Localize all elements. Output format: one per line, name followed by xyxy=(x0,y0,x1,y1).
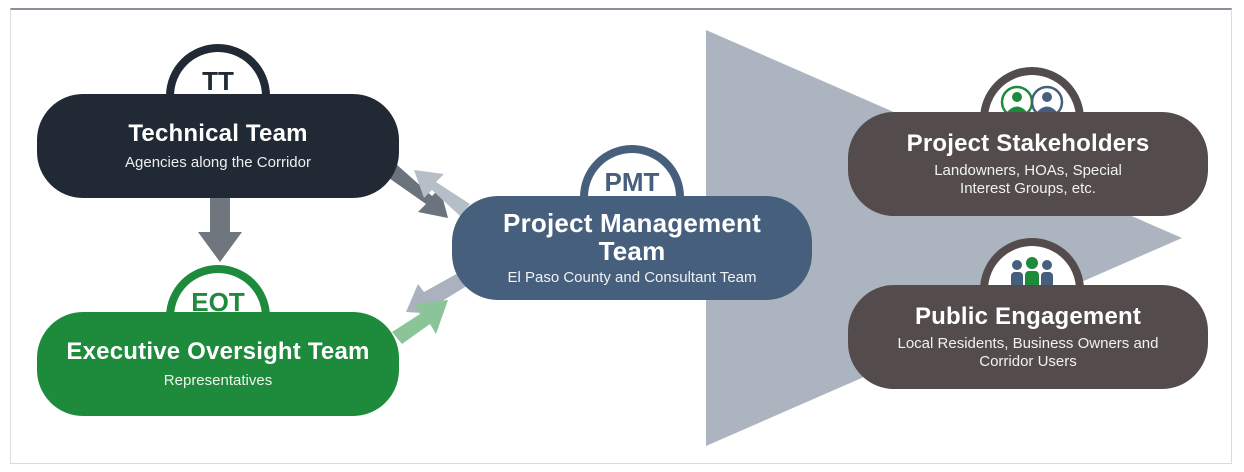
executive-oversight-title: Executive Oversight Team xyxy=(66,338,370,365)
project-stakeholders-subtitle-line2: Interest Groups, etc. xyxy=(960,180,1096,197)
technical-team-title: Technical Team xyxy=(128,120,308,147)
outreach-cone xyxy=(706,30,1182,446)
project-management-subtitle: El Paso County and Consultant Team xyxy=(507,269,757,286)
arrow-tt-to-eot xyxy=(198,198,242,262)
public-engagement-subtitle-line1: Local Residents, Business Owners and xyxy=(897,335,1159,352)
project-management-title-line1: Project Management xyxy=(503,208,761,238)
arrow-eot-to-pmt xyxy=(392,300,448,344)
arrow-tt-to-pmt xyxy=(386,164,448,218)
project-stakeholders-subtitle-line1: Landowners, HOAs, Special xyxy=(934,162,1122,179)
project-stakeholders-title: Project Stakeholders xyxy=(906,130,1150,157)
project-management-box: Project Management Team El Paso County a… xyxy=(452,196,812,300)
arrow-pmt-to-tt xyxy=(414,170,470,216)
pmt-badge-label: PMT xyxy=(604,166,660,197)
technical-team-box: Technical Team Agencies along the Corrid… xyxy=(37,94,399,198)
technical-team-badge-label: TT xyxy=(202,65,234,96)
executive-oversight-subtitle: Representatives xyxy=(163,372,273,389)
project-management-title-line2: Team xyxy=(598,236,666,266)
executive-oversight-box: Executive Oversight Team Representatives xyxy=(37,312,399,416)
public-engagement-subtitle-line2: Corridor Users xyxy=(979,353,1077,370)
project-stakeholders-box: Project Stakeholders Landowners, HOAs, S… xyxy=(848,112,1208,216)
public-engagement-box: Public Engagement Local Residents, Busin… xyxy=(848,285,1208,389)
public-engagement-title: Public Engagement xyxy=(914,303,1142,330)
technical-team-subtitle: Agencies along the Corridor xyxy=(125,154,311,171)
executive-oversight-badge-label: EOT xyxy=(191,286,245,317)
